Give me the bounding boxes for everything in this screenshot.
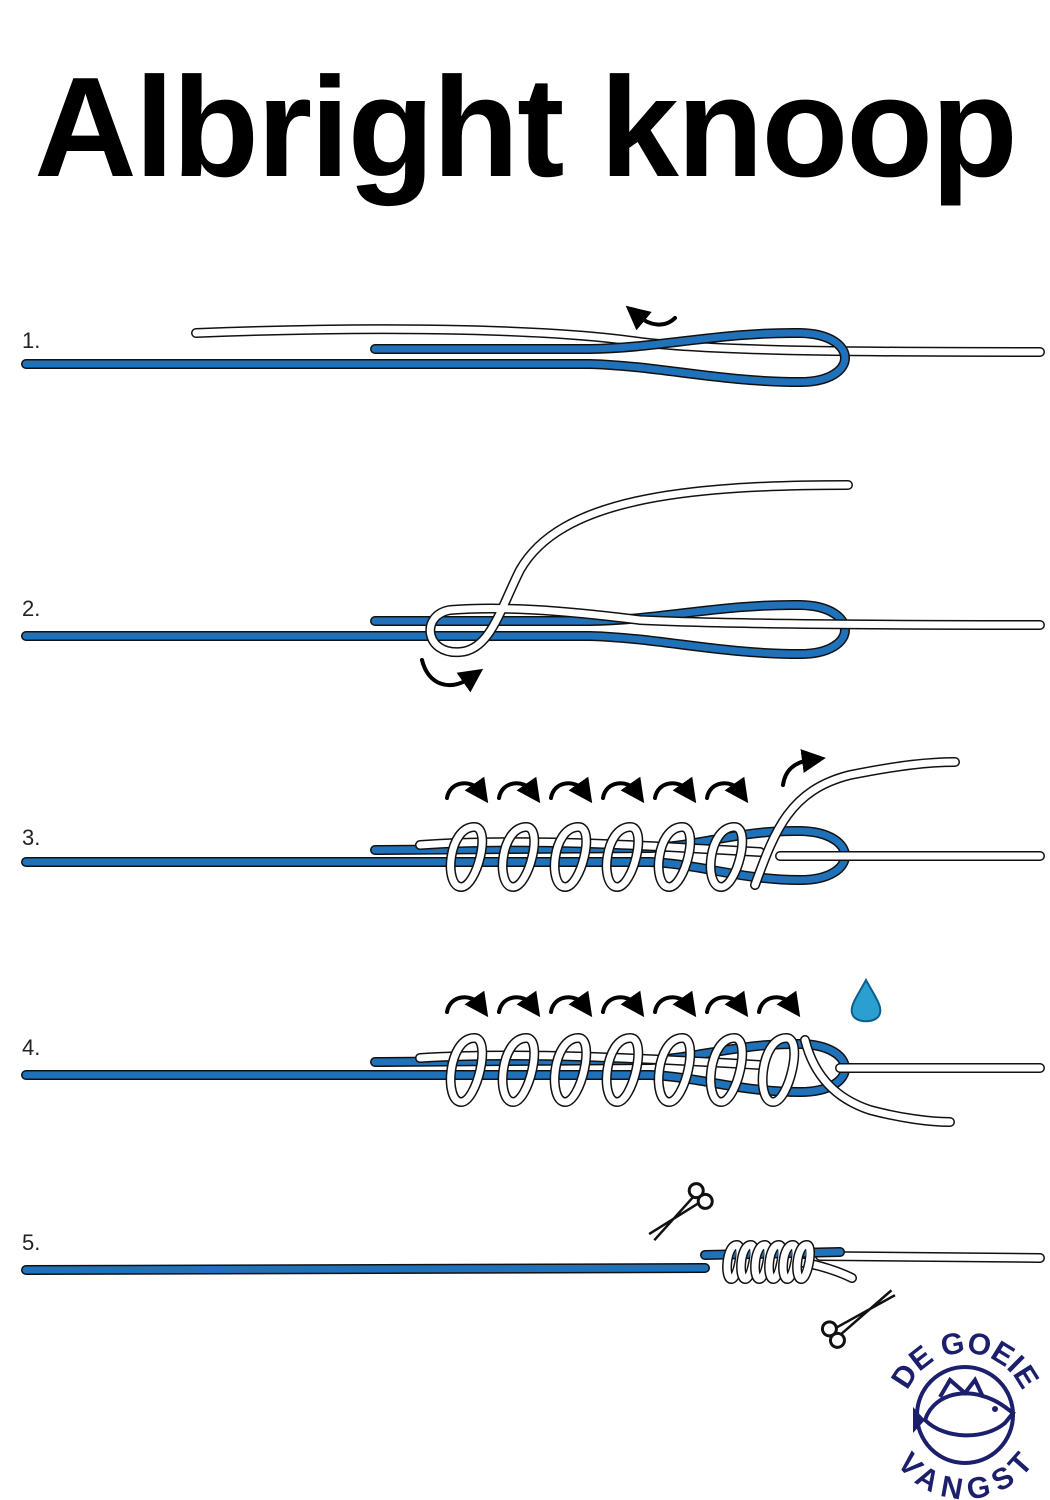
- step-1-diagram: [21, 305, 1045, 387]
- coil-wrap: [447, 1034, 486, 1106]
- coil-wrap: [551, 823, 590, 891]
- scissors-icon: [648, 1182, 714, 1242]
- coil-wrap: [603, 823, 642, 891]
- coil-wrap: [655, 823, 694, 891]
- white-line: [801, 1036, 954, 1126]
- logo-bottom-text: VANGST: [891, 1447, 1039, 1500]
- de-goeie-vangst-logo: DE GOEIE VANGST: [885, 1326, 1045, 1500]
- coil-wrap: [499, 1034, 538, 1106]
- step-4-label: 4.: [22, 1035, 41, 1060]
- step-3-diagram: [21, 749, 1045, 892]
- coil-wrap: [499, 823, 538, 891]
- white-line: [426, 481, 1044, 656]
- scissors-icon: [820, 1289, 896, 1349]
- curved-arrow-icon: [601, 776, 645, 804]
- fish-icon: [913, 1376, 1016, 1438]
- coil-wrap: [793, 1241, 814, 1283]
- coil-wrap: [759, 1034, 798, 1106]
- step-2-label: 2.: [22, 596, 41, 621]
- step-5-label: 5.: [22, 1230, 41, 1255]
- coil-wrap: [603, 1034, 642, 1106]
- coil-wrap: [655, 1034, 694, 1106]
- step-4-diagram: [21, 977, 1045, 1127]
- blue-line: [22, 1248, 844, 1274]
- compact-coils: [722, 1240, 815, 1284]
- page-title: Albright knoop: [34, 48, 1018, 207]
- coil-wrap: [707, 823, 746, 891]
- curved-arrow-icon: [705, 776, 749, 804]
- water-drop-icon: [850, 977, 882, 1023]
- step-1-label: 1.: [22, 328, 41, 353]
- curved-arrow-icon: [420, 658, 484, 693]
- svg-text:DE GOEIE: DE GOEIE: [885, 1326, 1045, 1394]
- curved-arrow-icon: [705, 990, 749, 1018]
- logo-top-text: DE GOEIE: [885, 1326, 1045, 1394]
- step-3-label: 3.: [22, 825, 41, 850]
- curved-arrow-icon: [653, 776, 697, 804]
- curved-arrow-icon: [445, 990, 489, 1018]
- coil-wrap: [447, 823, 486, 891]
- white-line: [816, 1252, 1044, 1262]
- blue-line: [22, 329, 849, 386]
- blue-line: [22, 601, 849, 658]
- step-5-diagram: [21, 1182, 1045, 1349]
- white-line: [751, 758, 959, 889]
- curved-arrow-icon: [549, 990, 593, 1018]
- curved-arrow-icon: [757, 990, 801, 1018]
- curved-arrow-icon: [653, 990, 697, 1018]
- curved-arrow-icon: [549, 776, 593, 804]
- curved-arrow-icon: [497, 990, 541, 1018]
- curved-arrow-icon: [625, 305, 677, 331]
- curved-arrow-icon: [601, 990, 645, 1018]
- curved-arrow-icon: [497, 776, 541, 804]
- curved-arrow-icon: [781, 749, 826, 787]
- curved-arrow-icon: [445, 776, 489, 804]
- svg-text:VANGST: VANGST: [891, 1447, 1039, 1500]
- coil-wrap: [551, 1034, 590, 1106]
- coil-wrap: [707, 1034, 746, 1106]
- step-2-diagram: [21, 480, 1045, 693]
